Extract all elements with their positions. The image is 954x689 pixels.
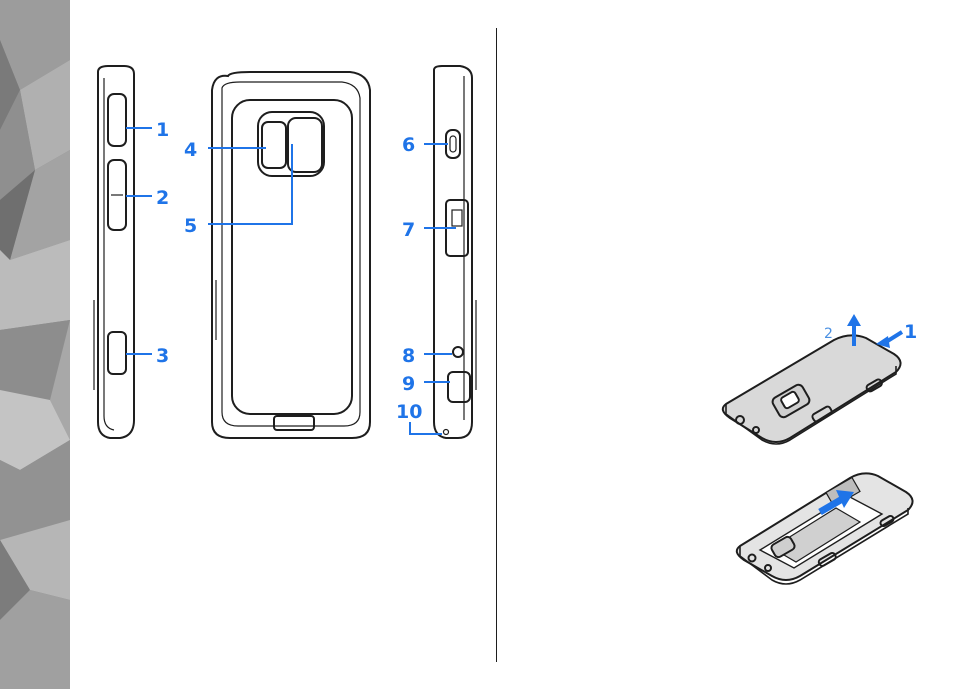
callout-10: 10 [396,401,422,423]
phone-back-view [212,72,370,438]
callout-7: 7 [402,219,415,241]
battery-insertion-figure [732,462,922,586]
back-cover-removal-figure: 1 2 [716,312,926,452]
callout-9: 9 [402,373,415,395]
column-divider [496,28,497,662]
callout-1: 1 [156,119,169,141]
callout-3: 3 [156,345,169,367]
callout-6: 6 [402,134,415,156]
decorative-sidebar [0,0,70,689]
callout-4: 4 [184,139,197,161]
device-keys-figure: 1 2 3 4 5 6 7 8 9 10 [80,60,490,450]
callout-2: 2 [156,187,169,209]
phone-left-side-view [94,66,134,438]
cover-callout-2: 2 [824,326,833,342]
cover-callout-1: 1 [904,321,917,343]
callout-5: 5 [184,215,197,237]
callout-8: 8 [402,345,415,367]
